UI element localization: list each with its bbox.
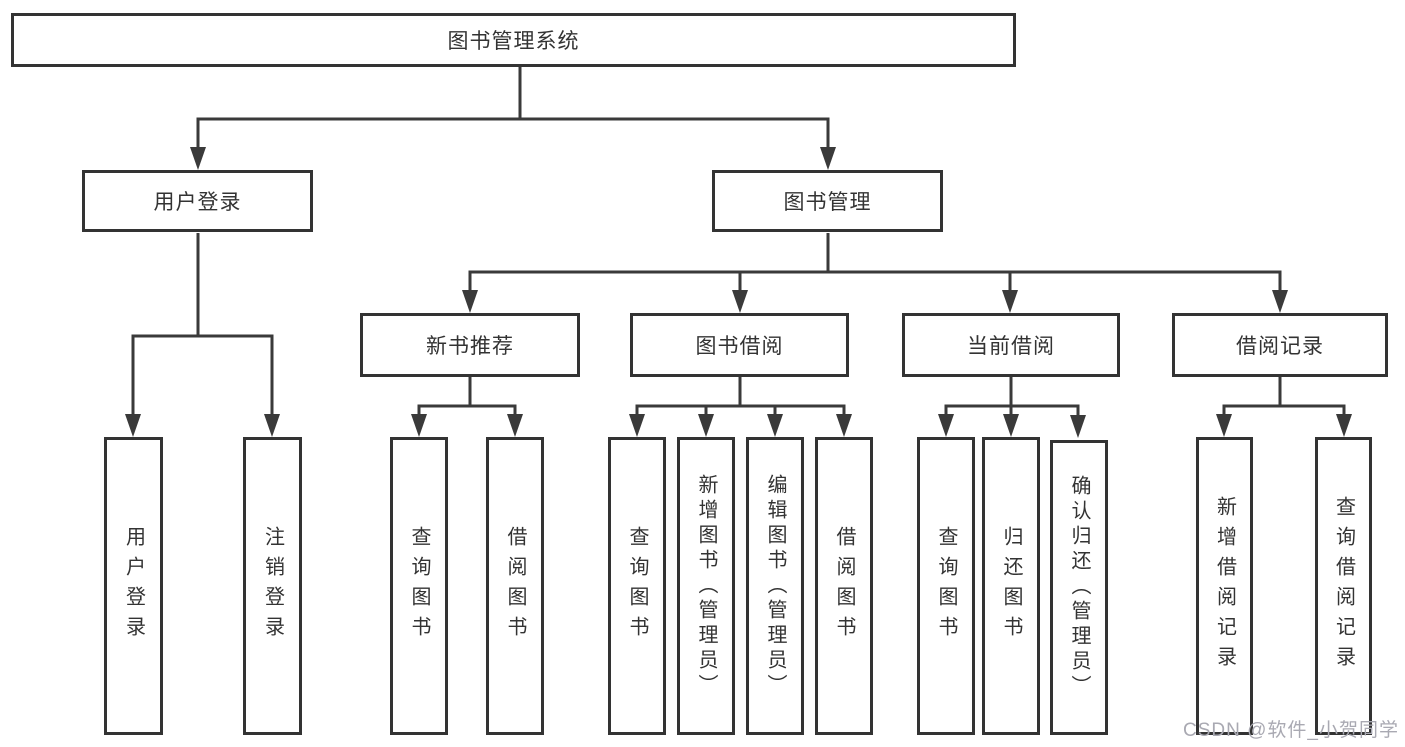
leaf-borrowing-edit-books-admin: 编辑图书（管理员）	[746, 437, 804, 735]
leaf-user-login: 用户登录	[104, 437, 163, 735]
node-book-management: 图书管理	[712, 170, 943, 232]
leaf-records-add-record: 新增借阅记录	[1196, 437, 1253, 735]
csdn-watermark: CSDN @软件_小贺同学	[1183, 720, 1399, 741]
leaf-borrowing-borrow-books: 借阅图书	[815, 437, 873, 735]
node-new-book-recommend: 新书推荐	[360, 313, 580, 377]
leaf-logout: 注销登录	[243, 437, 302, 735]
node-borrowing-records: 借阅记录	[1172, 313, 1388, 377]
node-current-borrowing: 当前借阅	[902, 313, 1120, 377]
node-book-borrowing: 图书借阅	[630, 313, 849, 377]
leaf-newbooks-borrow-books: 借阅图书	[486, 437, 544, 735]
node-system-root: 图书管理系统	[11, 13, 1016, 67]
leaf-current-return-books: 归还图书	[982, 437, 1040, 735]
arrowheads	[125, 147, 1352, 438]
leaf-current-confirm-return-admin: 确认归还（管理员）	[1050, 440, 1108, 735]
leaf-newbooks-query-books: 查询图书	[390, 437, 448, 735]
node-user-login: 用户登录	[82, 170, 313, 232]
leaf-current-query-books: 查询图书	[917, 437, 975, 735]
leaf-borrowing-add-books-admin: 新增图书（管理员）	[677, 437, 735, 735]
leaf-borrowing-query-books: 查询图书	[608, 437, 666, 735]
leaf-records-query-record: 查询借阅记录	[1315, 437, 1372, 735]
